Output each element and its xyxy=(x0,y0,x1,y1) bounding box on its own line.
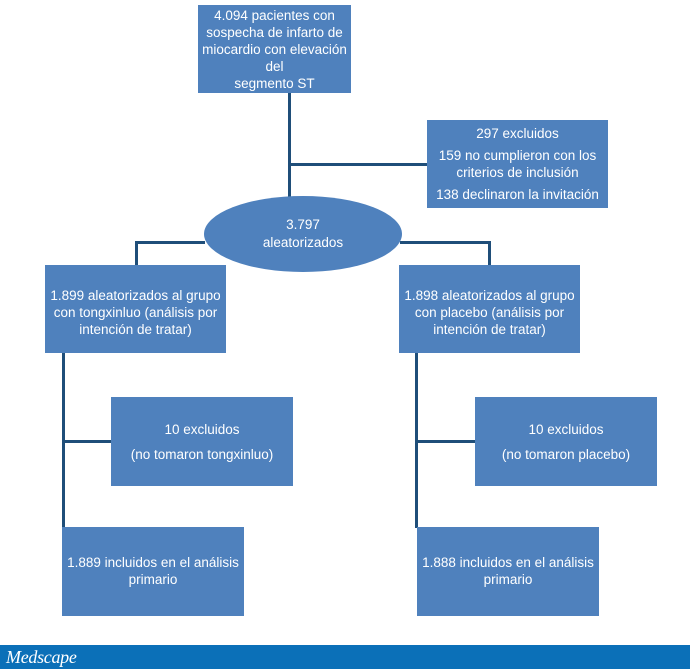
node-left-included: 1.889 incluidos en el análisis primario xyxy=(62,527,244,616)
connector-to-excluded xyxy=(288,163,428,166)
node-left-included-line-2: primario xyxy=(128,572,178,587)
node-right-group: 1.898 aleatorizados al grupo con placebo… xyxy=(399,265,580,353)
node-left-group-line-1: 1.899 aleatorizados al grupo xyxy=(50,288,221,303)
connector-right-horizontal xyxy=(400,241,491,244)
node-left-group-line-3: intención de tratar) xyxy=(79,322,192,337)
connector-right-branch xyxy=(415,440,475,443)
node-excluded-main-line-4: 138 declinaron la invitación xyxy=(436,187,599,202)
node-total-patients-line-4: segmento ST xyxy=(234,75,315,91)
node-right-excluded-line-1: 10 excluidos xyxy=(528,422,604,437)
node-total-patients-line-1: 4.094 pacientes con xyxy=(214,7,335,23)
connector-left-branch xyxy=(62,440,112,443)
node-right-group-line-2: con placebo (análisis por xyxy=(414,305,565,320)
node-randomized-line-2: aleatorizados xyxy=(262,235,344,250)
node-right-included-line-1: 1.888 incluidos en el análisis xyxy=(422,555,594,570)
node-right-excluded-line-2: (no tomaron placebo) xyxy=(501,447,631,462)
node-excluded-main-line-3: criterios de inclusión xyxy=(456,165,579,180)
node-excluded-main-line-1: 297 excluidos xyxy=(476,126,559,141)
node-total-patients-line-2: sospecha de infarto de xyxy=(206,24,343,40)
medscape-logo: Medscape xyxy=(6,647,77,667)
node-total-patients-line-3: miocardio con elevación del xyxy=(202,41,347,74)
node-left-included-line-1: 1.889 incluidos en el análisis xyxy=(67,555,239,570)
node-right-group-line-1: 1.898 aleatorizados al grupo xyxy=(404,288,575,303)
node-right-excluded: 10 excluidos (no tomaron placebo) xyxy=(475,397,657,486)
node-excluded-main-line-2: 159 no cumplieron con los xyxy=(438,148,597,163)
node-left-excluded: 10 excluidos (no tomaron tongxinluo) xyxy=(111,397,293,486)
node-total-patients: 4.094 pacientes con sospecha de infarto … xyxy=(198,5,351,93)
node-left-group-line-2: con tongxinluo (análisis por xyxy=(53,305,218,320)
node-right-group-line-3: intención de tratar) xyxy=(433,322,546,337)
connector-left-horizontal xyxy=(135,241,205,244)
node-right-included: 1.888 incluidos en el análisis primario xyxy=(417,527,599,616)
connector-left-down xyxy=(135,241,138,265)
node-excluded-main: 297 excluidos 159 no cumplieron con los … xyxy=(427,120,608,208)
node-randomized: 3.797 aleatorizados xyxy=(204,196,402,272)
node-right-included-line-2: primario xyxy=(483,572,533,587)
node-left-group: 1.899 aleatorizados al grupo con tongxin… xyxy=(45,265,226,353)
node-randomized-line-1: 3.797 xyxy=(286,217,320,232)
node-left-excluded-line-2: (no tomaron tongxinluo) xyxy=(130,447,274,462)
connector-top-down xyxy=(288,92,291,198)
connector-right-down xyxy=(488,241,491,265)
node-left-excluded-line-1: 10 excluidos xyxy=(164,422,240,437)
footer-bar: Medscape xyxy=(0,645,690,669)
